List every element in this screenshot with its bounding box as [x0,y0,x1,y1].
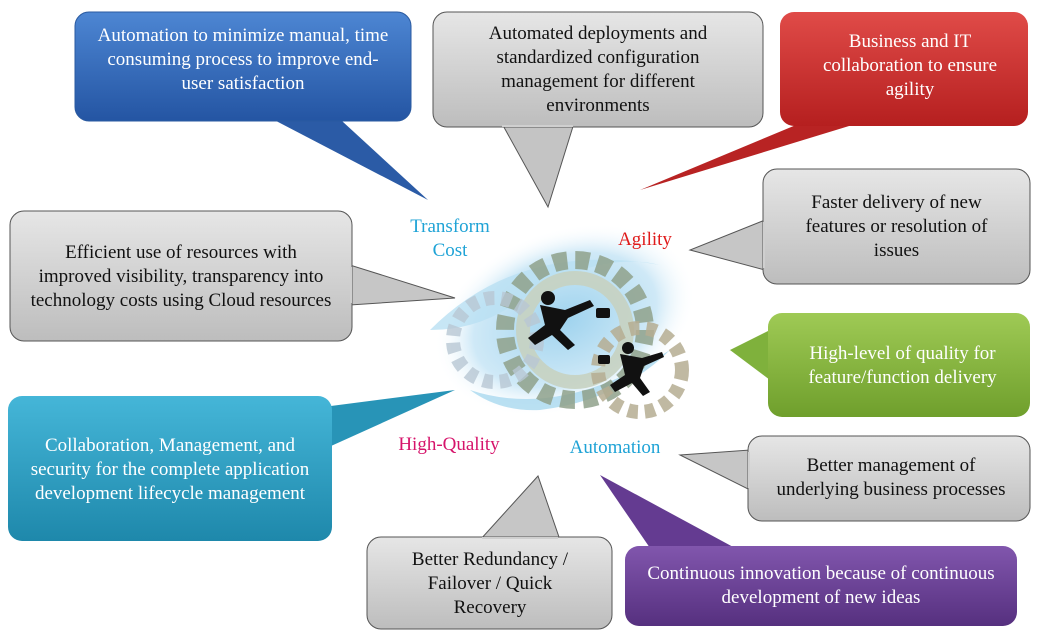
label-automation: Automation [569,437,661,458]
bubble-efficient-resources: Efficient use of resources with improved… [30,242,332,311]
bubble-faster-delivery: Faster delivery of new features or resol… [805,192,988,261]
bubble-automated-deployments: Automated deployments and standardized c… [488,23,708,116]
bubble-shape-high-level-quality [730,313,1030,417]
bubble-continuous-innovation: Continuous innovation because of continu… [647,563,995,608]
label-agility: Agility [618,229,672,250]
label-transform-cost: Transform Cost [410,216,490,261]
label-high-quality: High-Quality [398,434,500,455]
bubble-shape-business-it [640,12,1028,190]
bubble-high-level-quality: High-level of quality for feature/functi… [808,343,997,388]
bubble-better-management: Better management of underlying business… [776,455,1006,500]
gear-icon [496,251,654,409]
bubble-business-it: Business and IT collaboration to ensure … [822,31,998,100]
bubble-shape-collaboration-management [8,390,455,541]
bubble-automation-manual: Automation to minimize manual, time cons… [97,25,389,94]
bubble-collaboration-management: Collaboration, Management, and security … [30,435,310,504]
bubble-shape-automation-manual [74,11,428,200]
bubble-shape-automated-deployments [432,11,764,209]
bubble-shape-continuous-innovation [600,475,1017,626]
businessman-jumping-icon [598,342,664,396]
gear-icon-right [591,321,689,419]
bubble-shape-faster-delivery [688,168,1031,285]
bubble-better-redundancy: Better Redundancy / Failover / Quick Rec… [411,549,569,618]
bubble-shape-efficient-resources [9,210,456,342]
central-illustration [430,223,696,419]
bubble-shape-better-management [678,435,1031,522]
bubble-shape-better-redundancy [366,475,613,630]
businessman-running-icon [528,291,610,350]
